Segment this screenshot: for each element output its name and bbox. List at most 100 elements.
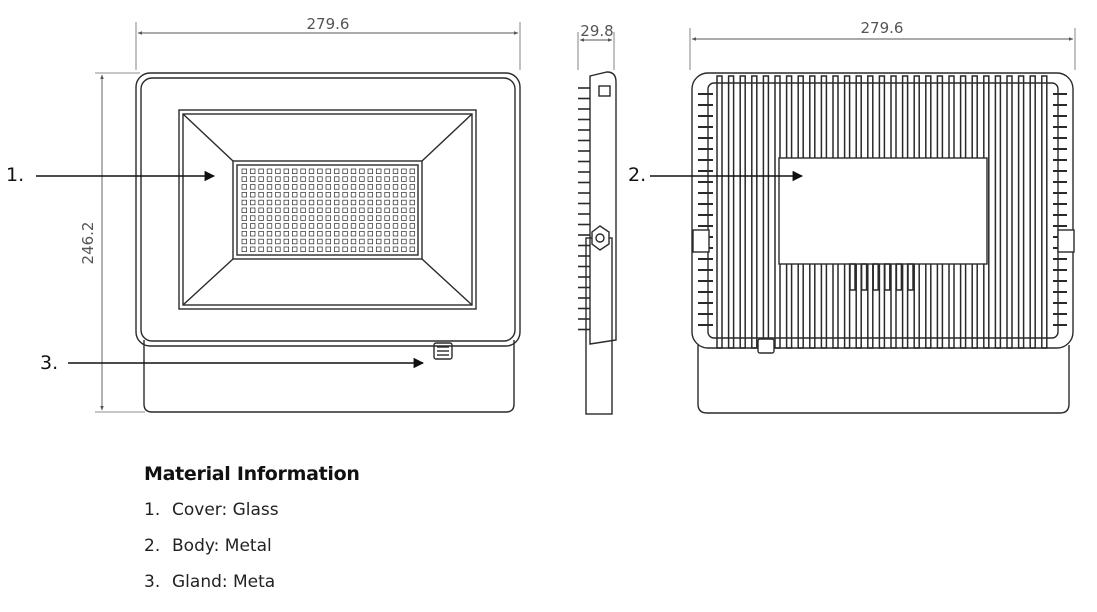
led-chip xyxy=(250,176,256,182)
led-chip xyxy=(266,207,273,213)
led-chip xyxy=(250,199,256,206)
back-fin xyxy=(727,75,735,349)
side-view xyxy=(577,32,617,415)
led-chip xyxy=(409,199,415,206)
led-chip xyxy=(334,184,340,190)
led-chip xyxy=(250,246,256,252)
led-chip xyxy=(317,176,323,182)
led-chip xyxy=(342,207,348,213)
led-chip xyxy=(317,199,323,206)
led-chip xyxy=(258,238,264,245)
led-chip xyxy=(409,168,415,174)
led-chip xyxy=(292,184,298,190)
led-chip xyxy=(401,176,407,182)
led-chip xyxy=(334,207,340,213)
led-chip xyxy=(334,176,340,182)
led-chip xyxy=(241,246,247,252)
led-chip xyxy=(266,215,273,221)
led-chip xyxy=(334,231,340,237)
led-chip xyxy=(359,207,365,213)
led-chip xyxy=(266,176,273,182)
led-chip xyxy=(308,199,315,206)
led-chip xyxy=(334,199,340,206)
led-chip xyxy=(342,215,348,221)
led-chip xyxy=(392,238,399,245)
led-chip xyxy=(334,215,340,221)
led-chip xyxy=(292,207,298,213)
led-chip xyxy=(250,238,256,245)
led-chip xyxy=(258,168,264,174)
led-chip xyxy=(359,184,365,190)
led-chip xyxy=(258,223,264,229)
led-chip xyxy=(384,192,390,198)
front-reflector-frame xyxy=(178,109,477,310)
led-chip xyxy=(376,246,382,252)
led-chip xyxy=(317,207,323,213)
callout-3-label: 3. xyxy=(40,352,58,374)
led-chip xyxy=(300,176,306,182)
led-chip xyxy=(283,176,289,182)
led-chip xyxy=(241,215,247,221)
led-chip xyxy=(350,192,357,198)
led-chip xyxy=(384,184,390,190)
led-chip xyxy=(401,215,407,221)
material-item-body: 2.Body: Metal xyxy=(144,535,544,571)
led-chip xyxy=(359,246,365,252)
led-chip xyxy=(292,168,298,174)
led-chip xyxy=(283,192,289,198)
led-chip xyxy=(367,207,373,213)
led-chip xyxy=(401,231,407,237)
led-chip xyxy=(275,192,281,198)
led-chip xyxy=(283,184,289,190)
led-chip xyxy=(401,207,407,213)
led-chip xyxy=(384,176,390,182)
led-chip xyxy=(401,184,407,190)
led-chip xyxy=(392,176,399,182)
front-housing xyxy=(135,72,521,347)
led-chip xyxy=(384,168,390,174)
led-chip xyxy=(367,215,373,221)
led-chip xyxy=(300,184,306,190)
led-chip xyxy=(266,192,273,198)
led-chip xyxy=(384,223,390,229)
led-chip xyxy=(317,215,323,221)
led-chip xyxy=(367,246,373,252)
back-fin xyxy=(762,75,770,349)
led-chip xyxy=(367,238,373,245)
led-chip xyxy=(384,231,390,237)
led-chip xyxy=(317,231,323,237)
led-chip xyxy=(317,238,323,245)
led-chip xyxy=(283,231,289,237)
back-fin xyxy=(1041,75,1048,349)
plate-fin xyxy=(872,263,879,291)
front-gland xyxy=(433,342,453,360)
led-chip xyxy=(409,207,415,213)
led-chip xyxy=(334,192,340,198)
led-chip xyxy=(359,223,365,229)
material-item-number: 3. xyxy=(144,572,161,592)
led-chip xyxy=(359,231,365,237)
led-chip xyxy=(300,223,306,229)
material-item-cover: 1.Cover: Glass xyxy=(144,499,544,535)
led-chip xyxy=(325,238,331,245)
led-chip xyxy=(409,246,415,252)
led-chip xyxy=(241,184,247,190)
led-chip xyxy=(317,246,323,252)
led-chip xyxy=(241,223,247,229)
led-chip xyxy=(283,215,289,221)
material-information-title: Material Information xyxy=(144,463,360,485)
led-chip xyxy=(350,184,357,190)
led-chip xyxy=(283,223,289,229)
led-chip xyxy=(250,168,256,174)
led-chip xyxy=(266,238,273,245)
led-chip xyxy=(266,168,273,174)
led-chip xyxy=(409,238,415,245)
material-information: Material Information 1.Cover: Glass 2.Bo… xyxy=(144,463,544,607)
led-chip xyxy=(384,199,390,206)
back-bracket xyxy=(697,345,1070,414)
led-chip xyxy=(317,223,323,229)
led-chip xyxy=(409,223,415,229)
led-chip xyxy=(342,199,348,206)
back-fin xyxy=(994,75,1002,349)
led-chip xyxy=(334,223,340,229)
